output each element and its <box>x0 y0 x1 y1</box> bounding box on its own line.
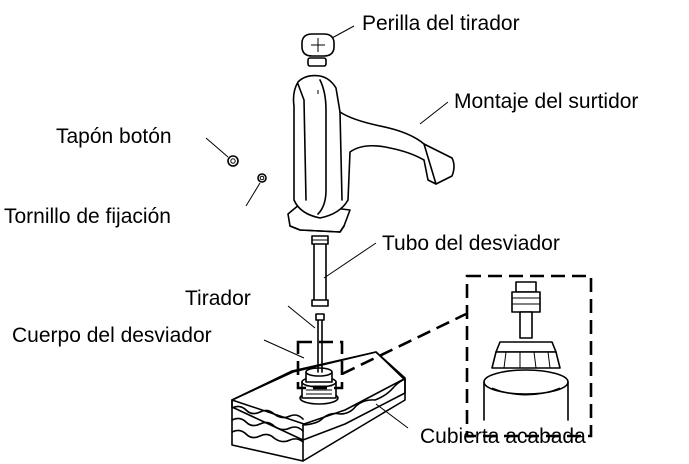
leader-lines <box>205 25 449 429</box>
label-finished-deck: Cubierta acabada <box>420 425 586 448</box>
label-handle-knob: Perilla del tirador <box>362 12 520 35</box>
detail-callout-box <box>296 340 344 390</box>
button-plug-icon <box>227 155 239 167</box>
detail-magnifier-icon <box>465 274 593 438</box>
diverter-tube-icon <box>311 235 329 307</box>
label-spout-assembly: Montaje del surtidor <box>454 90 638 113</box>
handle-knob-icon <box>301 33 335 67</box>
label-diverter-tube: Tubo del desviador <box>382 232 560 255</box>
diverter-body-icon <box>299 367 339 405</box>
label-diverter-body: Cuerpo del desviador <box>12 324 212 347</box>
lift-rod-icon <box>315 313 325 373</box>
label-set-screw: Tornillo de fijación <box>4 205 171 228</box>
label-button-plug: Tapón botón <box>56 125 172 148</box>
detail-inset <box>465 274 593 438</box>
detail-callout-connector <box>341 312 467 376</box>
label-lift-rod: Tirador <box>185 287 251 310</box>
set-screw-icon <box>257 173 267 183</box>
detail-diverter-icon <box>483 281 569 421</box>
faucet-spout-icon <box>287 74 455 233</box>
